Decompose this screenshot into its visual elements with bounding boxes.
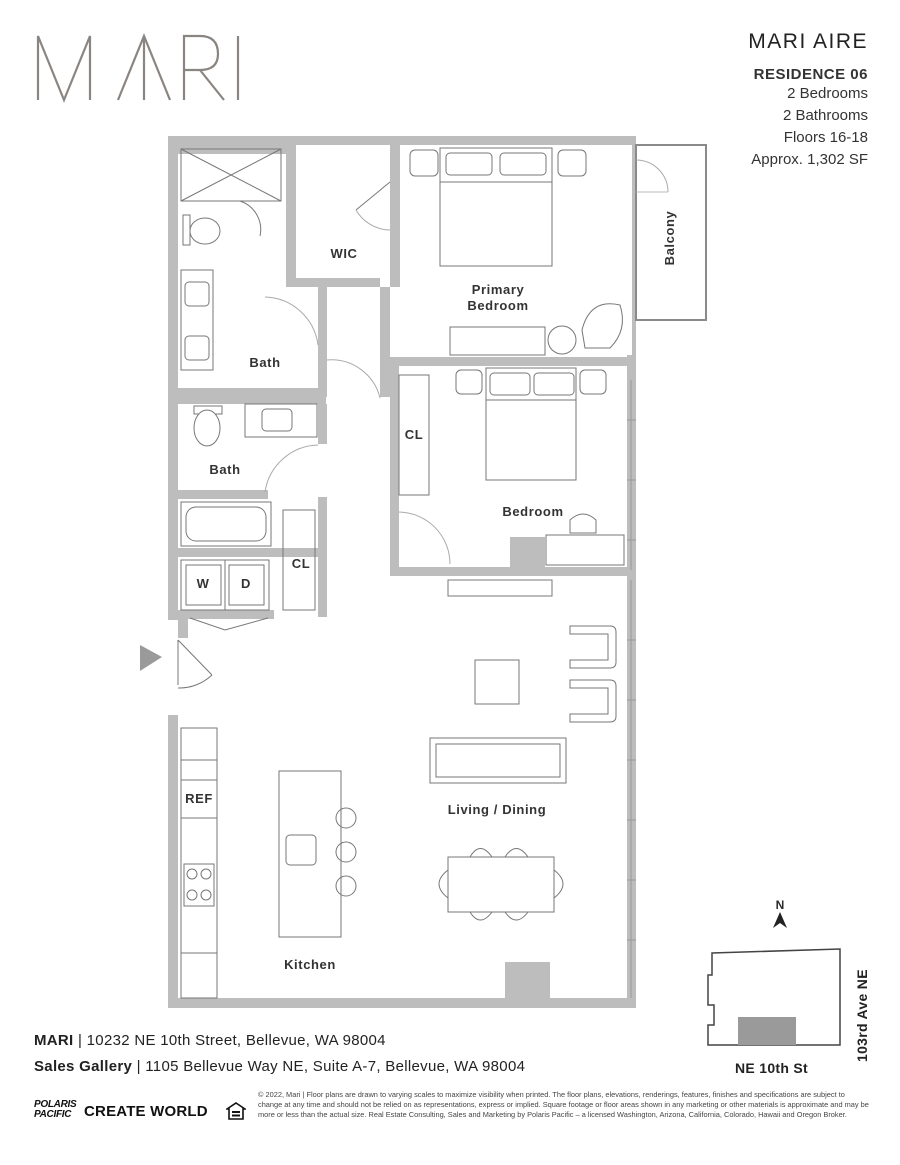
sales-gallery-label: Sales Gallery: [34, 1058, 133, 1075]
mari-address-line: MARI | 10232 NE 10th Street, Bellevue, W…: [34, 1032, 386, 1049]
kitchen-label: Kitchen: [284, 957, 336, 972]
hall-closet-label: CL: [292, 556, 311, 571]
bedroom-closet-label: CL: [405, 427, 424, 442]
mari-address-label: MARI: [34, 1032, 74, 1049]
north-arrow-icon: [773, 912, 787, 928]
balcony-label: Balcony: [662, 210, 677, 265]
sales-gallery-line: Sales Gallery | 1105 Bellevue Way NE, Su…: [34, 1058, 525, 1075]
entry-arrow: [140, 645, 162, 671]
vanity-second: [244, 403, 318, 438]
vanity-primary: [180, 269, 214, 371]
washer-label: W: [197, 576, 210, 591]
laundry: [180, 559, 270, 631]
sales-gallery-address: | 1105 Bellevue Way NE, Suite A-7, Belle…: [136, 1058, 526, 1075]
mari-address: | 10232 NE 10th Street, Bellevue, WA 980…: [78, 1032, 386, 1049]
north-label: N: [775, 898, 785, 912]
polaris-pacific-logo: POLARIS PACIFIC: [34, 1099, 77, 1120]
pacific-text: PACIFIC: [34, 1109, 72, 1120]
balcony: Balcony: [635, 144, 707, 321]
residence-number: RESIDENCE 06: [753, 66, 868, 83]
key-plan: [707, 948, 841, 1046]
interior-walls: [178, 145, 630, 638]
bathroom-count: 2 Bathrooms: [782, 107, 868, 124]
living-furniture: [429, 579, 617, 921]
toilet-primary: [182, 214, 221, 246]
dryer-label: D: [241, 576, 251, 591]
legal-disclaimer: © 2022, Mari | Floor plans are drawn to …: [258, 1090, 869, 1119]
primary-bed: [409, 147, 623, 356]
primary-bedroom-label-2: Bedroom: [467, 298, 528, 313]
entry-door: [177, 639, 213, 689]
wic-label: WIC: [330, 246, 357, 261]
square-footage: Approx. 1,302 SF: [751, 151, 868, 168]
north-indicator: N: [772, 898, 788, 931]
bedroom-label: Bedroom: [502, 504, 563, 519]
facade-windows: [627, 380, 636, 998]
toilet-second: [193, 405, 223, 447]
polaris-text: POLARIS: [34, 1099, 77, 1110]
second-bath-label: Bath: [209, 462, 240, 477]
key-plan-unit-highlight: [738, 1017, 796, 1045]
equal-housing-icon: [226, 1102, 246, 1120]
shower: [180, 148, 282, 237]
bathtub: [180, 501, 272, 547]
street-right-label: 103rd Ave NE: [854, 969, 870, 1062]
hall-closet: [282, 509, 316, 611]
kitchen-island: [278, 770, 357, 938]
bedroom-closet: [398, 374, 430, 496]
primary-bedroom-label-1: Primary: [472, 282, 525, 297]
exterior-walls: [168, 136, 636, 1008]
floor-range: Floors 16-18: [783, 129, 868, 146]
bedroom-bed: [455, 367, 625, 566]
ref-label: REF: [185, 791, 213, 806]
kitchen-counters: [180, 727, 218, 999]
project-name: MARI AIRE: [748, 30, 868, 53]
mari-logo: [36, 33, 240, 103]
create-world-logo: CREATE WORLD: [84, 1103, 208, 1120]
bedroom-count: 2 Bedrooms: [787, 85, 868, 102]
living-dining-label: Living / Dining: [448, 802, 547, 817]
unit-info: MARI AIRE RESIDENCE 06 2 Bedrooms 2 Bath…: [748, 30, 868, 171]
street-bottom-label: NE 10th St: [735, 1060, 809, 1076]
primary-bath-label: Bath: [249, 355, 280, 370]
